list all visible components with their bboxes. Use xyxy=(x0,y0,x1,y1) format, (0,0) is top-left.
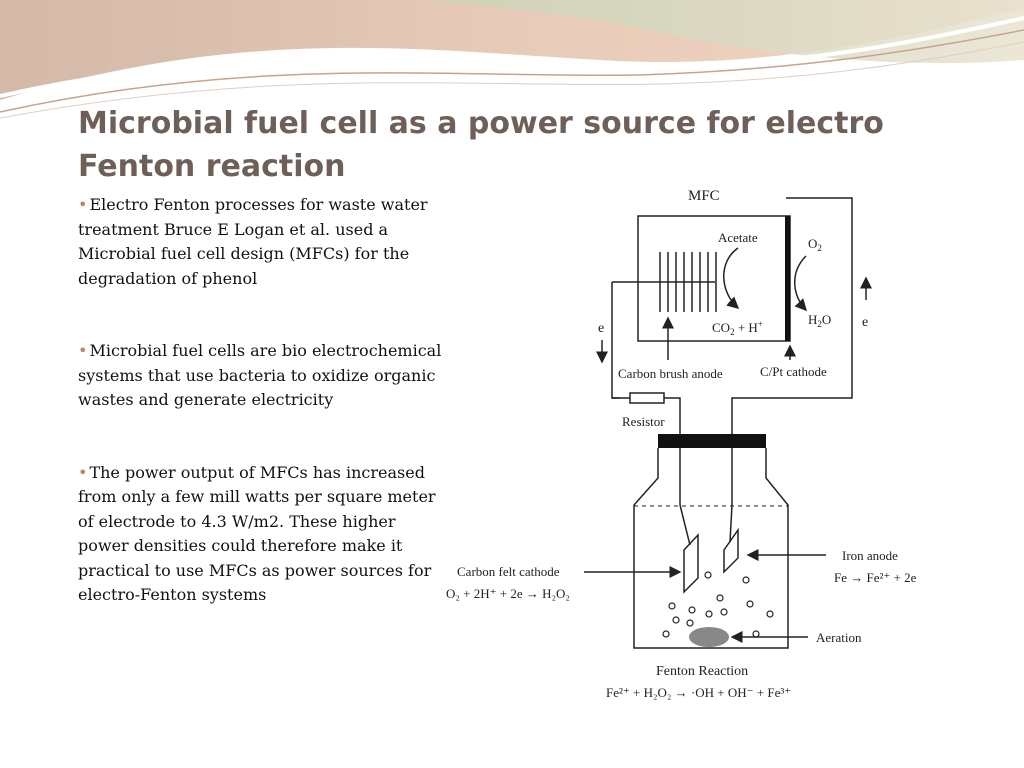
aerator-stone xyxy=(689,627,729,647)
mfc-label: MFC xyxy=(688,188,720,204)
h2o-subscript: 2 xyxy=(817,319,822,329)
o2-label: O2 xyxy=(808,236,822,253)
fenton-equation: Fe²⁺ + H₂O₂ → ·OH + OH⁻ + Fe³⁺ xyxy=(606,685,791,700)
bullet-text: Electro Fenton processes for waste water… xyxy=(78,195,428,288)
carbon-felt-electrode xyxy=(683,533,699,594)
cathode-membrane xyxy=(785,216,790,341)
electron-right-label: e xyxy=(862,315,868,330)
o2-text: O xyxy=(808,236,817,251)
cathode-label: C/Pt cathode xyxy=(760,364,827,379)
o2-subscript: 2 xyxy=(817,243,822,253)
felt-cathode-label: Carbon felt cathode xyxy=(457,564,560,579)
co2-text: CO xyxy=(712,320,730,335)
decorative-header-banner xyxy=(0,0,1024,119)
resistor-label: Resistor xyxy=(622,414,665,429)
bullet-item: •Microbial fuel cells are bio electroche… xyxy=(78,339,443,413)
iron-lead-wire xyxy=(729,504,733,543)
acetate-arrow xyxy=(723,247,740,309)
cathode-wire xyxy=(731,197,853,505)
air-bubbles xyxy=(662,571,774,638)
bullet-marker: • xyxy=(78,195,88,214)
bullet-marker: • xyxy=(78,341,88,360)
fenton-reactor xyxy=(633,448,789,649)
co2-end: + H xyxy=(735,320,758,335)
anode-label: Carbon brush anode xyxy=(618,366,723,381)
bullet-text: The power output of MFCs has increased f… xyxy=(78,462,436,605)
bullet-marker: • xyxy=(78,462,88,482)
iron-anode-label: Iron anode xyxy=(842,548,898,563)
resistor-wire xyxy=(612,397,681,505)
bullet-item: •The power output of MFCs has increased … xyxy=(78,461,443,608)
iron-electrode xyxy=(723,527,739,574)
bullet-text: Microbial fuel cells are bio electrochem… xyxy=(78,341,442,409)
electron-left-label: e xyxy=(598,321,604,336)
h-superscript: + xyxy=(758,319,763,329)
h2o-text: H xyxy=(808,312,817,327)
iron-anode-equation: Fe → Fe²⁺ + 2e xyxy=(834,570,917,585)
brush-anode xyxy=(612,252,717,312)
mfc-fenton-diagram: MFC Acetate CO2 + H+ O2 H2O e e Carbon b… xyxy=(446,188,917,700)
reactor-lid xyxy=(658,434,766,448)
fenton-label: Fenton Reaction xyxy=(656,664,748,679)
resistor-symbol xyxy=(629,392,665,404)
bullet-list: •Electro Fenton processes for waste wate… xyxy=(78,193,443,656)
o2-arrow xyxy=(794,255,808,312)
h2o-label: H2O xyxy=(808,312,831,329)
co2-label: CO2 + H+ xyxy=(712,319,763,337)
co2-subscript: 2 xyxy=(730,327,735,337)
bullet-item: •Electro Fenton processes for waste wate… xyxy=(78,193,443,291)
acetate-label: Acetate xyxy=(718,230,758,245)
felt-cathode-equation: O₂ + 2H⁺ + 2e → H₂O₂ xyxy=(446,586,570,601)
aeration-label: Aeration xyxy=(816,630,862,645)
h2o-end: O xyxy=(822,312,831,327)
slide-title: Microbial fuel cell as a power source fo… xyxy=(78,106,884,184)
felt-lead-wire xyxy=(679,504,691,546)
